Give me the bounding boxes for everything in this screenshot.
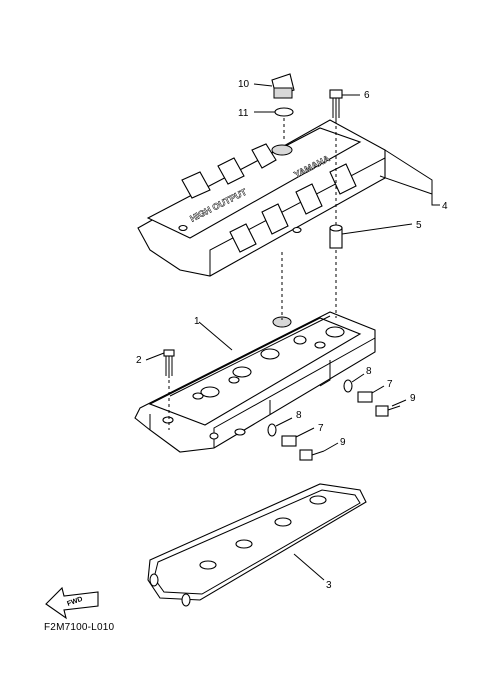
- callout-5: 5: [416, 220, 422, 231]
- fwd-arrow-icon: FWD: [45, 586, 99, 620]
- grommet-part-5[interactable]: [329, 224, 343, 249]
- callout-7-upper: 7: [387, 379, 393, 390]
- bolt-part-9-lower[interactable]: [299, 449, 325, 461]
- bolt-part-6[interactable]: [329, 89, 343, 120]
- callout-10: 10: [238, 79, 250, 90]
- callout-11: 11: [238, 108, 249, 119]
- callout-4: 4: [442, 201, 448, 212]
- oil-filler-cap-part-10[interactable]: [271, 73, 295, 99]
- callout-3: 3: [326, 580, 332, 591]
- o-ring-part-11[interactable]: [274, 107, 294, 117]
- washer-part-8-lower[interactable]: [267, 423, 277, 437]
- cover-gasket[interactable]: [147, 483, 367, 607]
- collar-part-7-upper[interactable]: [357, 391, 373, 403]
- washer-part-8-upper[interactable]: [343, 379, 353, 393]
- bolt-part-2[interactable]: [163, 349, 175, 378]
- diagram-code: F2M7100-L010: [44, 622, 115, 633]
- collar-part-7-lower[interactable]: [281, 435, 297, 447]
- callout-1: 1: [194, 316, 200, 327]
- cylinder-head-cover[interactable]: [134, 311, 376, 453]
- bolt-part-9-upper[interactable]: [375, 405, 401, 417]
- callout-9-lower: 9: [340, 437, 346, 448]
- callout-2: 2: [136, 355, 142, 366]
- callout-8-lower: 8: [296, 410, 302, 421]
- callout-6: 6: [364, 90, 370, 101]
- callout-7-lower: 7: [318, 423, 324, 434]
- callout-8-upper: 8: [366, 366, 372, 377]
- callout-9-upper: 9: [410, 393, 416, 404]
- head-cover-side-cover[interactable]: HIGH OUTPUT YAMAHA: [137, 119, 386, 277]
